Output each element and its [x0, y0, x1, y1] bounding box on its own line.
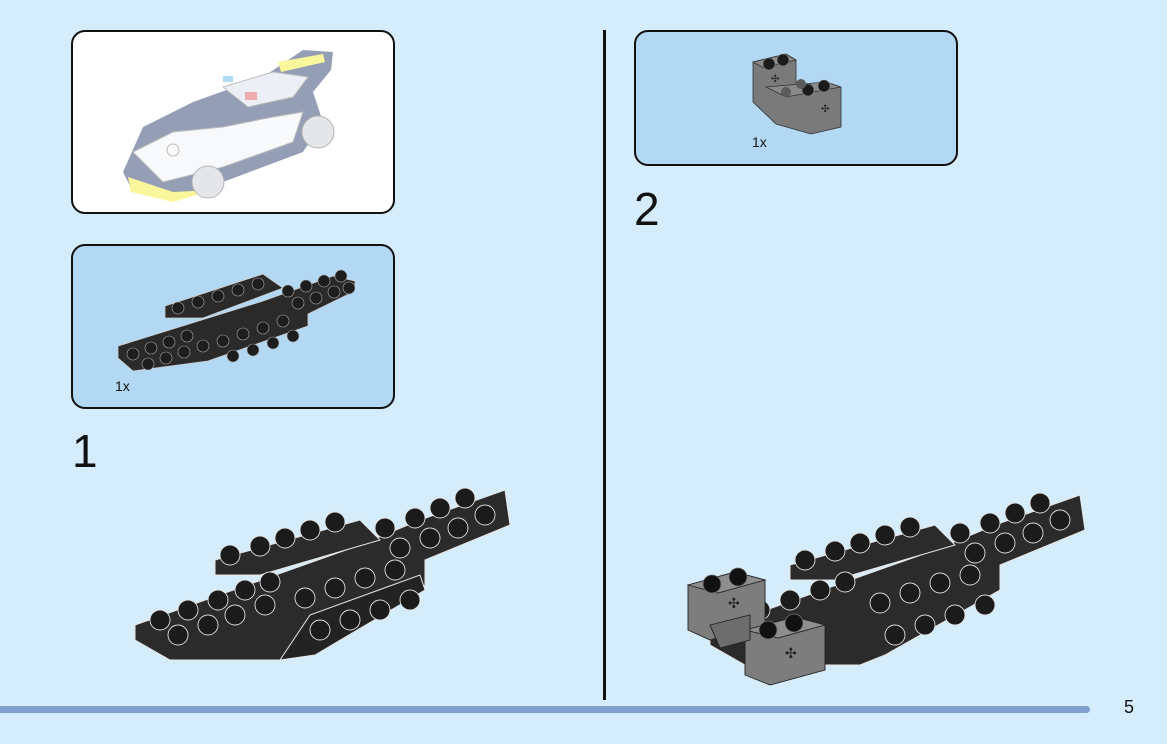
page-footer-bar	[0, 706, 1090, 713]
parts-callout-step-2: ✣ ✣ 1x	[634, 30, 958, 166]
step-number: 2	[634, 183, 660, 235]
parts-callout-step-1: 1x	[71, 244, 395, 409]
part-quantity: 1x	[115, 378, 130, 394]
finished-model-preview-panel	[71, 30, 395, 214]
svg-text:✣: ✣	[785, 645, 797, 661]
part-quantity: 1x	[752, 134, 767, 150]
car-preview-illustration	[123, 50, 335, 202]
step-number: 1	[72, 425, 98, 477]
black-chassis-plate-part-icon	[117, 269, 356, 372]
gray-brick-axle-holes-part-icon: ✣ ✣	[751, 53, 842, 135]
step-2-assembly-illustration: ✣ ✣	[686, 492, 1086, 686]
step-1-assembly-illustration	[134, 487, 511, 661]
page-number: 5	[1124, 697, 1135, 717]
svg-text:✣: ✣	[728, 595, 740, 611]
svg-text:✣: ✣	[771, 74, 779, 85]
column-divider	[603, 30, 606, 700]
svg-text:✣: ✣	[821, 104, 829, 115]
